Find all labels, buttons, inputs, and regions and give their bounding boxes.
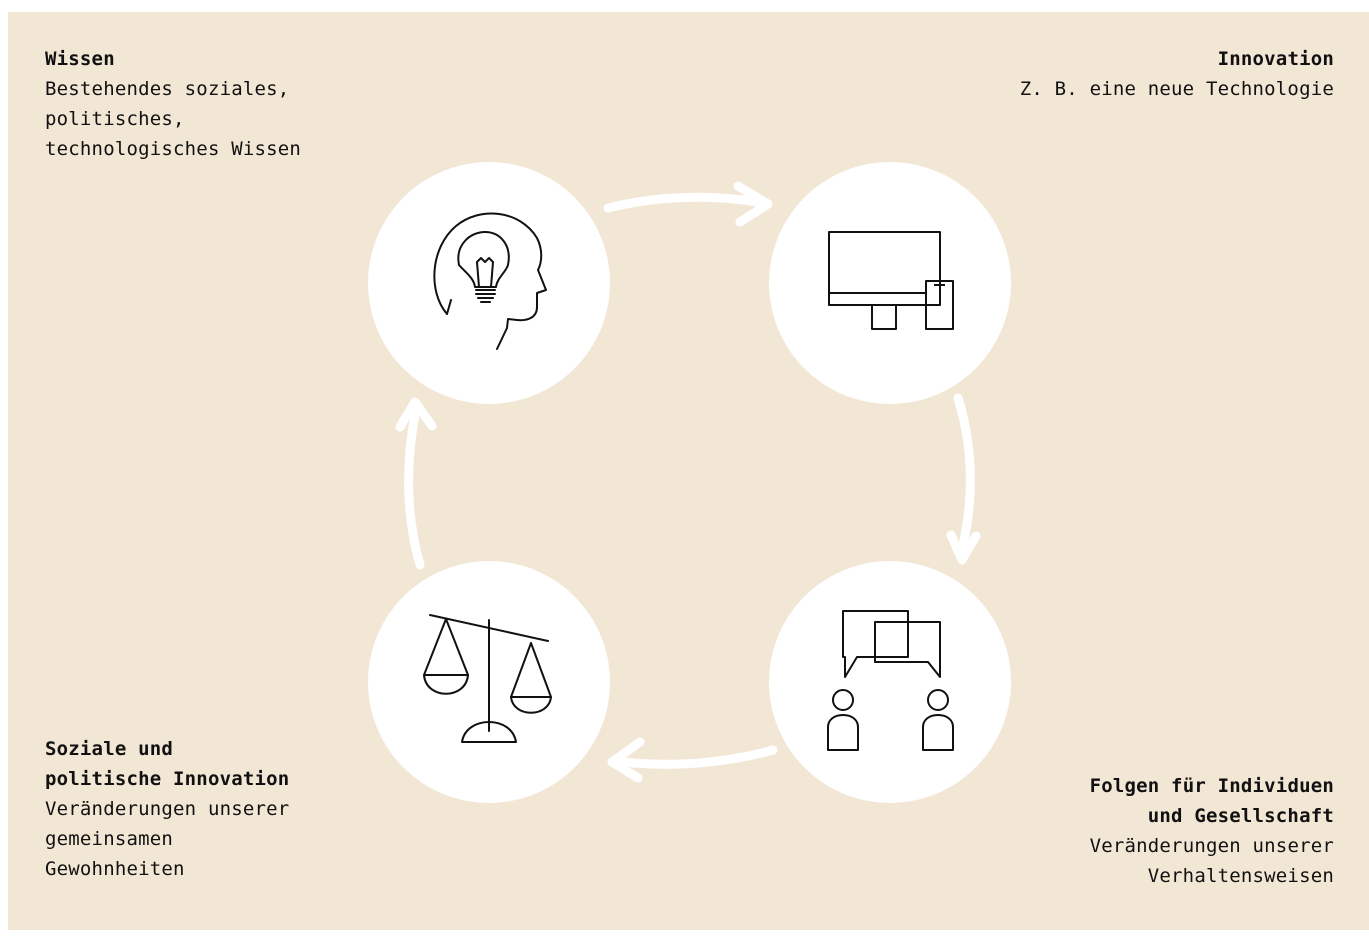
node-text-innovation: Z. B. eine neue Technologie [1019, 78, 1334, 100]
node-circle-folgen [769, 561, 1011, 803]
node-circle-wissen [368, 162, 610, 404]
node-title-folgen: Folgen für Individuen und Gesellschaft [1089, 775, 1334, 827]
node-title-wissen: Wissen [45, 48, 115, 70]
node-circle-innovation [769, 162, 1011, 404]
computer-phone-icon [828, 231, 954, 330]
scales-icon [423, 614, 552, 743]
cycle-arrows [395, 181, 981, 783]
node-text-soziale: Veränderungen unserer gemeinsamen Gewohn… [45, 798, 290, 880]
node-text-wissen: Bestehendes soziales, politisches, techn… [45, 78, 302, 160]
node-title-soziale: Soziale und politische Innovation [45, 738, 290, 790]
node-label-soziale: Soziale und politische Innovation Veränd… [45, 734, 365, 884]
arrow-wissen-to-innovation [603, 181, 773, 227]
arrow-innovation-to-folgen [946, 393, 981, 565]
arrow-folgen-to-soziale [607, 737, 778, 783]
head-lightbulb-icon [433, 212, 547, 350]
node-text-folgen: Veränderungen unserer Verhaltensweisen [1089, 835, 1334, 887]
people-conversation-icon [827, 610, 954, 751]
node-title-innovation: Innovation [1217, 48, 1334, 70]
arrow-soziale-to-wissen [395, 397, 437, 570]
node-label-innovation: Innovation Z. B. eine neue Technologie [914, 44, 1334, 104]
diagram-background [8, 12, 1369, 930]
node-label-wissen: Wissen Bestehendes soziales, politisches… [45, 44, 355, 164]
node-label-folgen: Folgen für Individuen und Gesellschaft V… [954, 771, 1334, 891]
